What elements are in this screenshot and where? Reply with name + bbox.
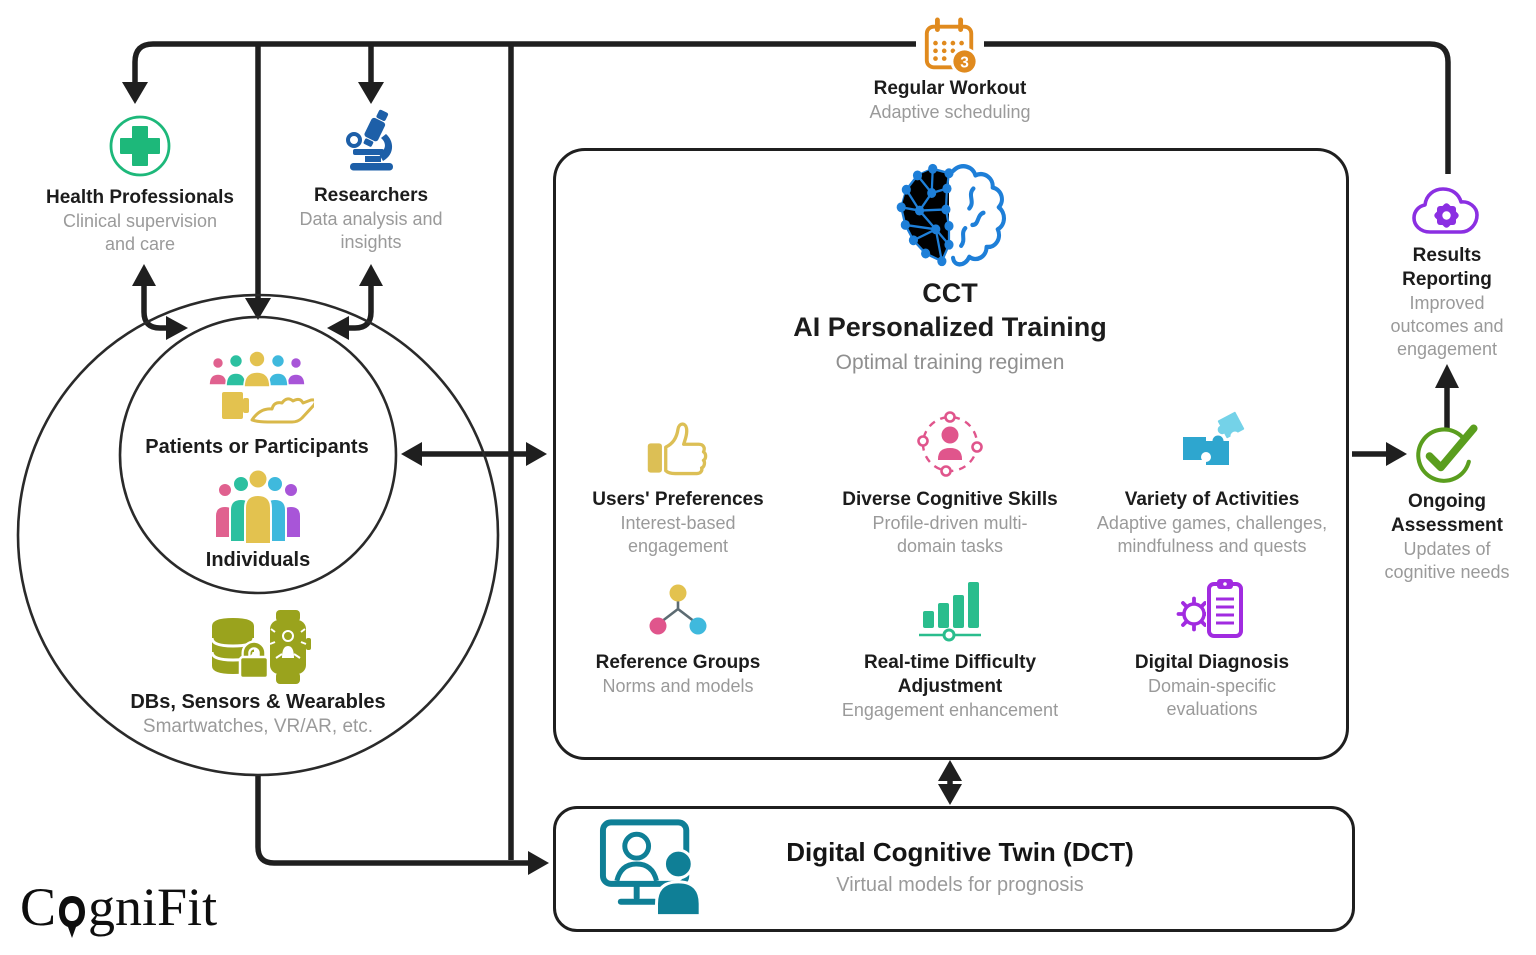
individuals-node: Individuals [155, 466, 361, 573]
dct-subtitle: Virtual models for prognosis [836, 874, 1084, 896]
feature-title: Real-time Difficulty Adjustment [863, 652, 1037, 697]
puzzle-icon [1087, 411, 1337, 479]
dbs-node: DBs, Sensors & Wearables Smartwatches, V… [112, 610, 404, 739]
calendar-badge-count: 3 [960, 54, 969, 71]
patients-title: Patients or Participants [145, 436, 369, 458]
feature-subtitle: Interest-based engagement [620, 513, 736, 556]
thumbs-up-icon [553, 413, 803, 479]
outer-ecosystem-circle [16, 293, 500, 777]
head-profile-icon [57, 892, 87, 950]
person-network-icon [825, 411, 1075, 479]
results-reporting-title: Results Reporting [1402, 245, 1492, 290]
feature-title: Users' Preferences [592, 489, 764, 510]
researchers-node: Researchers Data analysis and insights [281, 108, 461, 254]
feature-reference-groups: Reference Groups Norms and models [553, 576, 803, 698]
dbs-subtitle: Smartwatches, VR/AR, etc. [142, 716, 374, 737]
feature-diverse-skills: Diverse Cognitive Skills Profile-driven … [825, 411, 1075, 558]
feature-subtitle: Profile-driven multi-domain tasks [872, 513, 1028, 556]
patients-node: Patients or Participants [122, 350, 392, 460]
health-professionals-node: Health Professionals Clinical supervisio… [40, 114, 240, 256]
regular-workout-title: Regular Workout [873, 78, 1027, 99]
dct-title: Digital Cognitive Twin (DCT) [786, 837, 1134, 867]
cloud-gear-icon [1374, 178, 1520, 240]
results-reporting-node: Results Reporting Improved outcomes and … [1374, 178, 1520, 361]
feature-title: Variety of Activities [1124, 489, 1300, 510]
feature-difficulty-adjustment: Real-time Difficulty Adjustment Engageme… [825, 576, 1075, 722]
patients-group-icon [122, 350, 392, 432]
feature-title: Digital Diagnosis [1134, 652, 1290, 673]
regular-workout-node: Regular Workout Adaptive scheduling [833, 77, 1067, 124]
health-professionals-subtitle: Clinical supervision and care [62, 211, 218, 254]
individuals-title: Individuals [205, 549, 311, 571]
health-professionals-title: Health Professionals [46, 187, 234, 208]
cluster-nodes-icon [553, 576, 803, 642]
dct-text: Digital Cognitive Twin (DCT) Virtual mod… [660, 836, 1260, 898]
cct-header: CCT AI Personalized Training Optimal tra… [750, 160, 1150, 376]
feature-variety-activities: Variety of Activities Adaptive games, ch… [1087, 411, 1337, 558]
ai-brain-icon [750, 160, 1150, 270]
feature-subtitle: Norms and models [602, 676, 754, 696]
check-circle-icon [1374, 418, 1520, 484]
ongoing-assessment-title: Ongoing Assessment [1391, 491, 1503, 536]
medical-cross-icon [40, 114, 240, 178]
calendar-icon: 3 [916, 16, 984, 76]
feature-subtitle: Adaptive games, challenges, mindfulness … [1096, 513, 1328, 556]
ongoing-assessment-subtitle: Updates of cognitive needs [1384, 539, 1510, 582]
feature-title: Reference Groups [595, 652, 761, 673]
dbs-title: DBs, Sensors & Wearables [130, 691, 386, 713]
cognifit-logo: C gniFit [20, 878, 217, 950]
feature-users-preferences: Users' Preferences Interest-based engage… [553, 413, 803, 558]
feature-digital-diagnosis: Digital Diagnosis Domain-specific evalua… [1087, 576, 1337, 721]
ongoing-assessment-node: Ongoing Assessment Updates of cognitive … [1374, 418, 1520, 584]
feature-subtitle: Domain-specific evaluations [1147, 676, 1277, 719]
regular-workout-subtitle: Adaptive scheduling [869, 102, 1031, 122]
ascending-bars-slider-icon [825, 576, 1075, 642]
inner-users-circle [118, 315, 398, 595]
researchers-subtitle: Data analysis and insights [299, 209, 443, 252]
logo-prefix: C [20, 877, 57, 937]
cct-acronym: CCT [922, 278, 978, 308]
database-wearables-icon [112, 610, 404, 686]
results-reporting-subtitle: Improved outcomes and engagement [1390, 293, 1504, 359]
feature-subtitle: Engagement enhancement [841, 700, 1059, 720]
researchers-title: Researchers [313, 185, 429, 206]
logo-suffix: gniFit [88, 877, 218, 937]
cct-subtitle: Optimal training regimen [835, 351, 1065, 374]
feature-title: Diverse Cognitive Skills [842, 489, 1058, 510]
digital-twin-icon [594, 814, 724, 918]
individuals-group-icon [155, 466, 361, 544]
microscope-icon [281, 108, 461, 176]
gear-clipboard-icon [1087, 576, 1337, 642]
cct-title: AI Personalized Training [793, 312, 1107, 342]
